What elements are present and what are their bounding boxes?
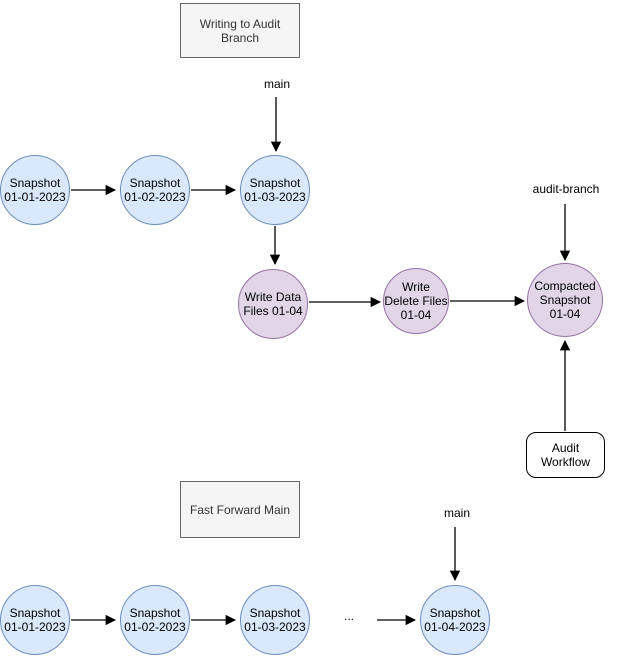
- write-data-files-label: Write Data Files 01-04: [243, 290, 303, 318]
- audit-workflow-label: Audit Workflow: [540, 441, 591, 469]
- snapshot-node-label: Snapshot 01-01-2023: [4, 176, 66, 204]
- ff-snapshot-node-01-02: Snapshot 01-02-2023: [120, 585, 190, 655]
- snapshot-node-label: Snapshot 01-04-2023: [424, 606, 486, 634]
- snapshot-node-01-02: Snapshot 01-02-2023: [120, 155, 190, 225]
- section2-title-box: Fast Forward Main: [180, 481, 300, 538]
- ff-snapshot-node-01-04: Snapshot 01-04-2023: [420, 585, 490, 655]
- ff-snapshot-node-01-01: Snapshot 01-01-2023: [0, 585, 70, 655]
- audit-workflow-box: Audit Workflow: [526, 432, 605, 478]
- ff-snapshot-node-01-03: Snapshot 01-03-2023: [240, 585, 310, 655]
- section1-title: Writing to Audit Branch: [199, 16, 281, 45]
- snapshot-node-label: Snapshot 01-02-2023: [124, 176, 186, 204]
- snapshot-node-01-03: Snapshot 01-03-2023: [240, 155, 310, 225]
- compacted-snapshot-label: Compacted Snapshot 01-04: [534, 279, 596, 321]
- ellipsis-label: ...: [343, 609, 354, 623]
- audit-branch-label: audit-branch: [532, 182, 600, 196]
- main-branch-label-2: main: [443, 506, 470, 520]
- snapshot-node-label: Snapshot 01-03-2023: [244, 176, 306, 204]
- snapshot-node-label: Snapshot 01-01-2023: [4, 606, 66, 634]
- snapshot-node-label: Snapshot 01-02-2023: [124, 606, 186, 634]
- write-delete-files-node: Write Delete Files 01-04: [383, 268, 449, 334]
- section1-title-box: Writing to Audit Branch: [180, 3, 300, 58]
- write-data-files-node: Write Data Files 01-04: [238, 269, 308, 339]
- write-delete-files-label: Write Delete Files 01-04: [384, 280, 448, 322]
- snapshot-node-01-01: Snapshot 01-01-2023: [0, 155, 70, 225]
- snapshot-node-label: Snapshot 01-03-2023: [244, 606, 306, 634]
- main-branch-label: main: [263, 77, 290, 91]
- section2-title: Fast Forward Main: [189, 502, 291, 517]
- compacted-snapshot-node: Compacted Snapshot 01-04: [527, 263, 603, 337]
